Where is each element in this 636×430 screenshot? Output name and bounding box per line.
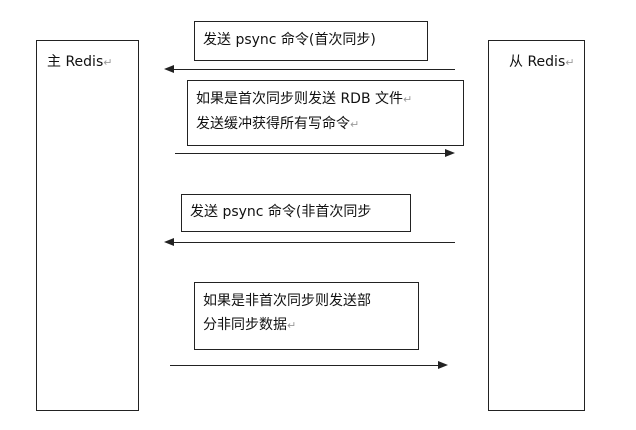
paragraph-mark: ↵	[287, 319, 297, 332]
message-rdb-transfer: 如果是首次同步则发送 RDB 文件↵ 发送缓冲获得所有写命令↵	[187, 80, 464, 146]
slave-redis-node: 从 Redis↵	[488, 40, 585, 411]
master-redis-label-text: 主 Redis	[47, 54, 104, 70]
arrow-slave-to-master-2	[172, 242, 455, 243]
paragraph-mark: ↵	[350, 118, 360, 131]
master-redis-node: 主 Redis↵	[36, 40, 139, 411]
message-psync-first-sync: 发送 psync 命令(首次同步)	[194, 21, 428, 61]
arrowhead-right-icon	[445, 149, 455, 157]
message-text-line1: 如果是非首次同步则发送部	[203, 293, 371, 309]
arrowhead-right-icon	[438, 361, 448, 369]
arrowhead-left-icon	[164, 65, 174, 73]
arrow-slave-to-master-1	[172, 69, 455, 70]
message-text: 发送 psync 命令(首次同步)	[203, 32, 376, 48]
message-partial-sync-data: 如果是非首次同步则发送部 分非同步数据↵	[194, 282, 419, 350]
slave-redis-label-text: 从 Redis	[509, 54, 566, 70]
paragraph-mark: ↵	[103, 56, 113, 69]
slave-redis-label: 从 Redis↵	[509, 51, 574, 71]
arrowhead-left-icon	[164, 238, 174, 246]
paragraph-mark: ↵	[403, 93, 413, 106]
arrow-master-to-slave-1	[175, 153, 445, 154]
message-text-line1: 如果是首次同步则发送 RDB 文件	[196, 91, 404, 107]
master-redis-label: 主 Redis↵	[47, 51, 112, 71]
message-text-line2: 发送缓冲获得所有写命令	[196, 116, 350, 132]
message-psync-non-first-sync: 发送 psync 命令(非首次同步	[181, 194, 411, 232]
paragraph-mark: ↵	[565, 56, 575, 69]
arrow-master-to-slave-2	[170, 365, 438, 366]
message-text-line2: 分非同步数据	[203, 317, 287, 333]
message-text: 发送 psync 命令(非首次同步	[190, 204, 372, 220]
